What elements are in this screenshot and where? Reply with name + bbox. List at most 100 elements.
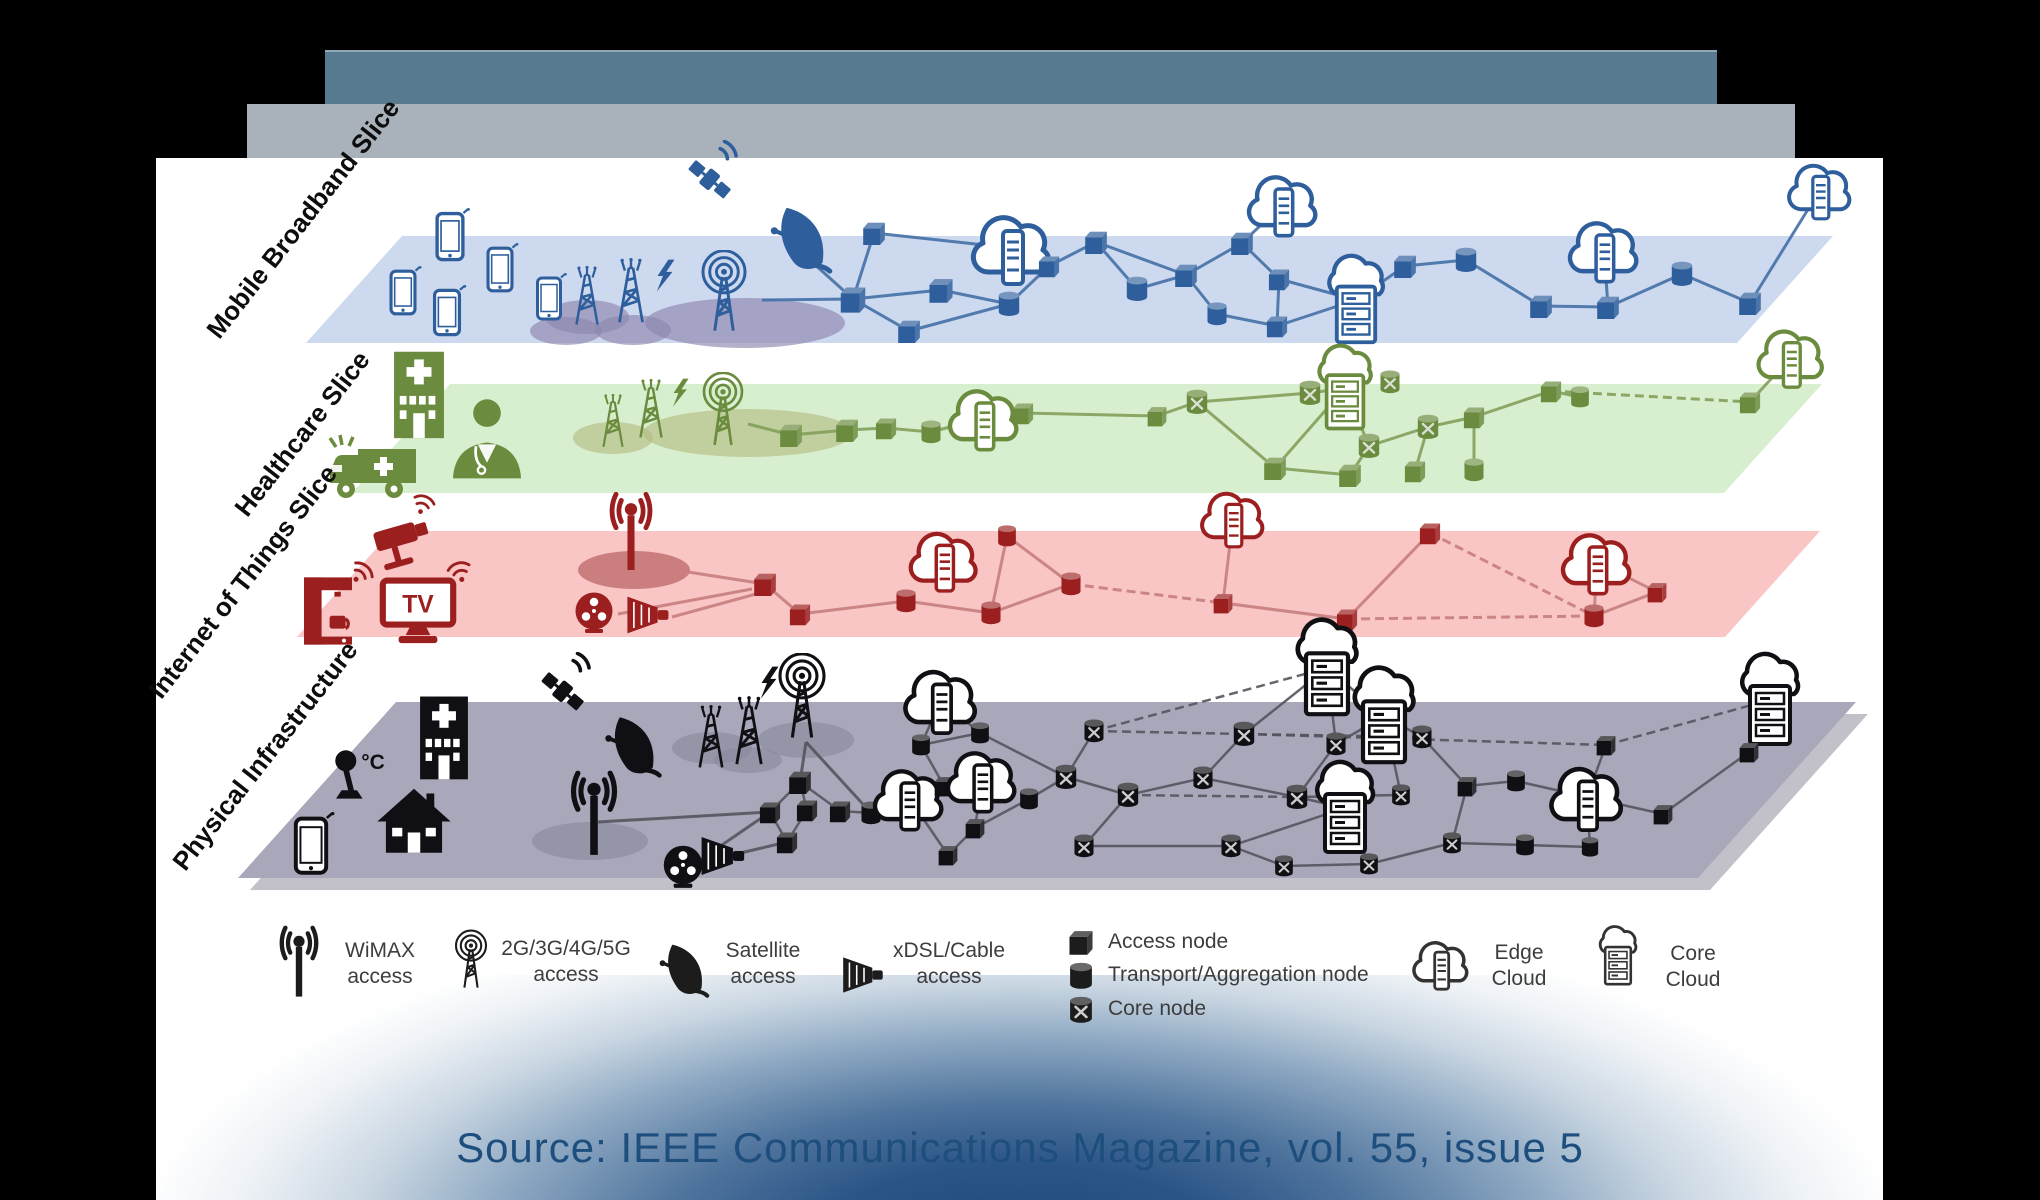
wifi-icon [408, 491, 437, 519]
transport-aggregation-node [896, 589, 916, 613]
access-node [1085, 231, 1107, 254]
slice-band-internet-of-things [297, 491, 1820, 647]
edge-cloud [905, 672, 974, 733]
network-link [799, 599, 907, 616]
coverage-ellipse [643, 409, 853, 457]
core-cloud [1298, 620, 1357, 715]
coverage-ellipse [714, 747, 782, 773]
access-node [789, 604, 811, 626]
core-node-icon [1068, 995, 1094, 1025]
access-node [1147, 407, 1167, 427]
edge-cloud [875, 771, 941, 829]
network-link [1274, 466, 1351, 477]
core-node [1359, 852, 1379, 876]
core-node [1192, 765, 1214, 791]
bottom-glow-gradient [156, 975, 1883, 1200]
edge-cloud [1570, 223, 1636, 281]
legend-label-core-node: Core node [1108, 997, 1207, 1020]
access-node [863, 222, 885, 245]
band-surface [297, 531, 1820, 637]
core-cloud [1742, 654, 1798, 744]
network-link [1283, 862, 1370, 868]
lightning-icon [760, 666, 779, 699]
coverage-ellipse [530, 317, 602, 345]
access-node [1404, 461, 1426, 483]
core-cloud-icon [1586, 906, 1650, 1006]
access-node [1231, 232, 1253, 255]
edge-cloud [911, 534, 976, 591]
satellite-access-icon [655, 932, 713, 1006]
transport-aggregation-node [912, 734, 930, 756]
core-node [1073, 833, 1095, 859]
access-node [1175, 264, 1197, 287]
transport-aggregation-node [1464, 458, 1484, 482]
transport-aggregation-node-icon [1070, 962, 1092, 989]
access-node [1213, 594, 1233, 614]
edge-cloud [1787, 163, 1852, 221]
coverage-ellipse [573, 422, 653, 454]
access-node [898, 320, 920, 343]
window-toolbar-bar [247, 104, 1795, 160]
legend-label-transport-node: Transport/Aggregation node [1108, 963, 1369, 986]
core-cloud [1319, 346, 1370, 429]
access-node [1739, 743, 1759, 763]
network-link [1127, 776, 1204, 797]
network-link [1243, 732, 1607, 747]
satellite-icon [683, 140, 738, 204]
edge-cloud [1249, 177, 1315, 235]
transport-aggregation-node [1581, 837, 1599, 857]
access-node [1268, 269, 1290, 291]
legend-label-wimax: WiMAX access [345, 939, 415, 988]
access-node [929, 279, 953, 303]
access-node [776, 832, 798, 854]
network-link [1093, 729, 1245, 736]
access-node [1463, 407, 1485, 429]
legend-label-edge-cloud: Edge Cloud [1491, 941, 1547, 990]
access-node [1266, 316, 1288, 338]
access-node [1647, 583, 1667, 603]
network-link [1006, 534, 1072, 586]
access-node [1739, 392, 1761, 414]
hospital-icon [420, 696, 468, 780]
access-node [1540, 381, 1562, 403]
network-link [1465, 258, 1542, 308]
transport-aggregation-node [981, 601, 1001, 625]
window-title-bar [325, 50, 1717, 106]
transport-aggregation-node [998, 525, 1016, 547]
core-node [1116, 781, 1140, 809]
legend-label-xdsl: xDSL/Cable access [892, 939, 1006, 988]
transport-aggregation-node [1455, 247, 1477, 272]
core-cloud [1355, 668, 1414, 763]
core-node [1325, 731, 1347, 757]
network-link [852, 288, 942, 301]
network-link [1607, 272, 1683, 309]
edge-cloud [1200, 491, 1265, 549]
network-link [1593, 590, 1658, 618]
network-link [1202, 776, 1298, 799]
access-node [875, 418, 897, 440]
legend-label-access-node: Access node [1108, 930, 1229, 953]
network-link [1127, 793, 1298, 799]
network-link [1540, 304, 1609, 309]
edge-cloud [950, 391, 1016, 449]
band-surface [352, 384, 1822, 493]
slice-band-mobile-broadband [306, 140, 1852, 348]
transport-aggregation-node [1584, 604, 1604, 628]
access-node-icon [1069, 931, 1093, 955]
network-link [990, 582, 1072, 615]
access-node [1264, 457, 1286, 480]
access-node [759, 802, 781, 824]
core-node [1379, 369, 1401, 395]
slice-band-physical-infrastructure [238, 620, 1868, 890]
network-link [1196, 391, 1311, 404]
core-node [1185, 388, 1209, 416]
network-link [1524, 843, 1591, 849]
core-node [1274, 854, 1294, 878]
access-node [754, 573, 776, 596]
transport-aggregation-node [1671, 261, 1693, 286]
network-link [1451, 841, 1526, 847]
slice-band-healthcare [328, 332, 1822, 500]
coverage-ellipse [758, 722, 854, 758]
access-node [938, 846, 958, 866]
